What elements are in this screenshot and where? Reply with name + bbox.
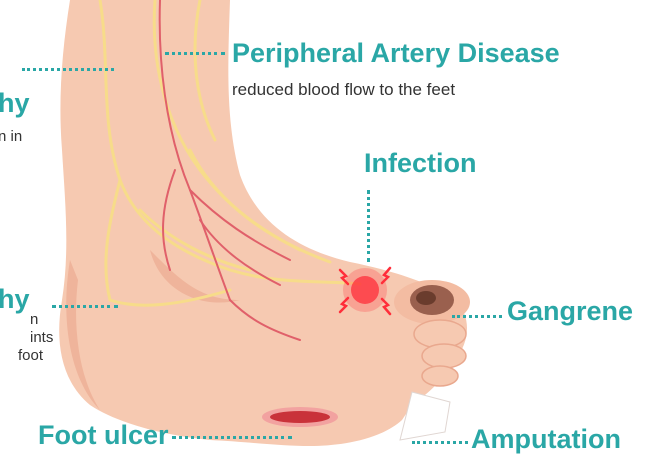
amputation-leader-line (412, 441, 468, 444)
neuropathy-lower-line2: ints (30, 329, 53, 346)
gangrene-core (416, 291, 436, 305)
foot-ulcer-title: Foot ulcer (38, 420, 169, 451)
neuropathy-upper-title: hy (0, 88, 30, 119)
amputation-title: Amputation (471, 424, 621, 455)
neuropathy-lower-line3: foot (18, 347, 43, 364)
foot-ulcer-leader-line (172, 436, 292, 439)
infection-title: Infection (364, 148, 477, 179)
neuropathy-lower-line1: n (30, 311, 38, 328)
pad-subtitle: reduced blood flow to the feet (232, 80, 455, 100)
gangrene-leader-line (452, 315, 502, 318)
pad-title: Peripheral Artery Disease (232, 38, 560, 69)
neuropathy-lower-title: hy (0, 284, 30, 315)
infection-core (351, 276, 379, 304)
neuropathy-upper-leader-line (22, 68, 114, 71)
foot-ulcer-core (270, 411, 330, 423)
neuropathy-lower-leader-line (52, 305, 118, 308)
toe-4 (422, 366, 458, 386)
infection-leader-line (367, 190, 370, 262)
pad-leader-line (165, 52, 225, 55)
gangrene-title: Gangrene (507, 296, 633, 327)
toe-3 (422, 344, 466, 368)
neuropathy-upper-subtitle: n in (0, 128, 22, 145)
